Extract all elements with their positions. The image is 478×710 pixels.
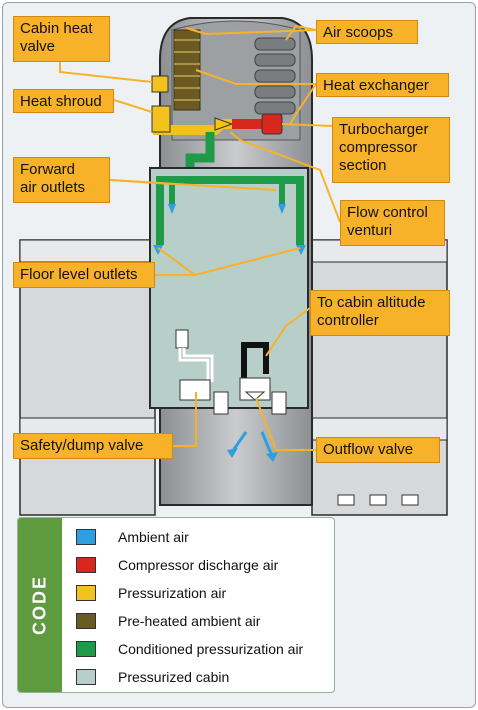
heat-exchanger-fins xyxy=(173,29,201,111)
legend-label: Pre-heated ambient air xyxy=(118,613,261,629)
leader-heat-shroud xyxy=(113,99,153,113)
outflow-arrow-right-head xyxy=(266,452,278,462)
controller-line xyxy=(241,342,269,380)
heat-shroud-box xyxy=(151,105,171,133)
vent-slot xyxy=(401,494,419,506)
legend: CODE Ambient air Compressor discharge ai… xyxy=(17,517,335,693)
forward-outlet-arrow-left xyxy=(168,204,176,214)
callout-outflow-valve: Outflow valve xyxy=(316,437,440,463)
leader-altitude-controller xyxy=(265,307,311,357)
callout-altitude-controller: To cabin altitude controller xyxy=(310,290,450,336)
callout-cabin-heat-valve: Cabin heat valve xyxy=(13,16,110,62)
callout-floor-outlets: Floor level outlets xyxy=(13,262,155,288)
callout-turbocharger: Turbocharger compressor section xyxy=(332,117,450,183)
leader-turbocharger xyxy=(281,123,333,127)
legend-swatch xyxy=(76,613,96,629)
right-wing xyxy=(311,239,448,516)
outflow-valve xyxy=(239,377,287,415)
legend-label: Pressurization air xyxy=(118,585,227,601)
legend-label: Compressor discharge air xyxy=(118,557,279,573)
leader-air-scoops-b xyxy=(285,24,317,41)
turbocharger-compressor xyxy=(261,113,283,135)
leader-cabin-heat-valve xyxy=(59,62,153,83)
legend-swatch xyxy=(76,529,96,545)
leader-heat-exchanger-b xyxy=(289,83,317,125)
leader-air-scoops xyxy=(185,27,317,36)
leader-heat-exchanger xyxy=(195,69,316,85)
legend-item: Pre-heated ambient air xyxy=(76,612,260,630)
legend-label: Ambient air xyxy=(118,529,189,545)
leader-forward-outlets-b xyxy=(109,179,277,191)
leader-flow-control xyxy=(229,131,341,223)
callout-safety-valve: Safety/dump valve xyxy=(13,433,173,459)
safety-dump-valve xyxy=(175,329,229,415)
legend-label: Pressurized cabin xyxy=(118,669,230,685)
conditioned-duct xyxy=(185,132,215,172)
legend-swatch xyxy=(76,585,96,601)
vent-slot xyxy=(337,494,355,506)
forward-outlet-duct xyxy=(156,176,304,245)
leader-floor-outlets-b xyxy=(194,247,301,276)
legend-label: Conditioned pressurization air xyxy=(118,641,304,657)
legend-item: Conditioned pressurization air xyxy=(76,640,303,658)
leader-outflow-valve xyxy=(255,397,316,451)
legend-swatch xyxy=(76,557,96,573)
legend-item: Compressor discharge air xyxy=(76,556,278,574)
leader-safety-valve xyxy=(173,392,197,447)
cabin-heat-valve xyxy=(151,75,169,93)
vent-slot xyxy=(369,494,387,506)
callout-heat-exchanger: Heat exchanger xyxy=(316,73,449,97)
outflow-arrow-left xyxy=(230,431,248,453)
venturi xyxy=(214,117,234,131)
callout-forward-outlets: Forward air outlets xyxy=(13,157,110,203)
legend-item: Pressurized cabin xyxy=(76,668,229,686)
floor-outlet-arrow-left xyxy=(153,245,163,255)
forward-outlet-arrow-right xyxy=(278,204,286,214)
legend-item: Ambient air xyxy=(76,528,189,546)
legend-title: CODE xyxy=(29,574,50,636)
left-wing-edge xyxy=(19,239,156,263)
legend-item: Pressurization air xyxy=(76,584,226,602)
legend-swatch xyxy=(76,641,96,657)
callout-air-scoops: Air scoops xyxy=(316,20,418,44)
legend-swatch xyxy=(76,669,96,685)
legend-title-tab: CODE xyxy=(18,518,62,692)
callout-heat-shroud: Heat shroud xyxy=(13,89,114,113)
callout-flow-control: Flow control venturi xyxy=(340,200,445,246)
outflow-arrow-right xyxy=(260,431,274,457)
outflow-arrow-left-head xyxy=(227,448,238,458)
engine-cylinders xyxy=(254,37,296,115)
